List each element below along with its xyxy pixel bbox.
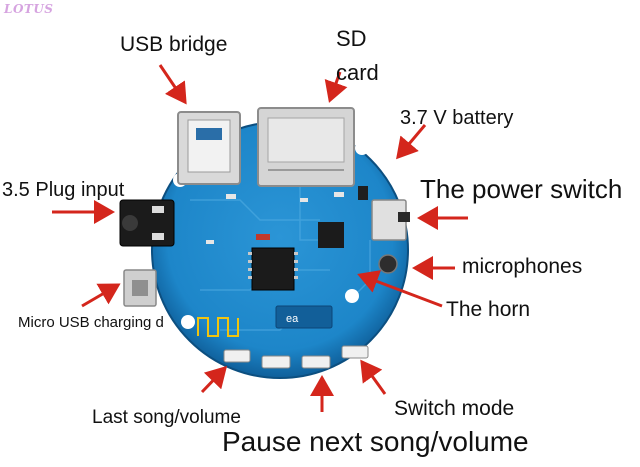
label-sd-card-line2: card xyxy=(336,60,379,85)
mounting-hole xyxy=(345,289,359,303)
audio-jack xyxy=(119,199,175,247)
mounting-hole xyxy=(355,141,369,155)
label-last-song: Last song/volume xyxy=(92,407,241,428)
chip-pins xyxy=(248,252,298,279)
arrow-sd-card xyxy=(324,71,348,103)
arrow-horn xyxy=(357,270,443,308)
micro-usb-port xyxy=(123,269,157,307)
label-battery: 3.7 V battery xyxy=(400,107,514,129)
label-pause-next: Pause next song/volume xyxy=(222,426,529,457)
label-power-switch: The power switch xyxy=(420,174,623,204)
antenna xyxy=(197,317,239,337)
callout-arrows xyxy=(52,64,468,412)
main-chip xyxy=(251,247,295,291)
bluetooth-module xyxy=(275,305,333,329)
arrow-usb-bridge xyxy=(158,64,187,105)
watermark-logo: LOTUS xyxy=(4,2,54,16)
arrow-last-song xyxy=(200,365,228,394)
board-mark: ea xyxy=(286,313,299,325)
label-plug-input: 3.5 Plug input xyxy=(2,179,125,201)
arrow-battery xyxy=(396,124,427,160)
power-switch xyxy=(371,199,410,241)
label-usb-bridge: USB bridge xyxy=(120,33,228,56)
label-micro-usb: Micro USB charging d xyxy=(18,314,164,331)
arrow-micro-usb xyxy=(81,283,121,308)
amplifier-chip xyxy=(318,222,344,248)
label-microphones: microphones xyxy=(462,255,583,278)
tact-buttons xyxy=(223,345,369,369)
sd-card-slot xyxy=(257,107,355,187)
mounting-hole xyxy=(181,315,195,329)
label-sd-card-line1: SD xyxy=(336,26,367,51)
arrow-switch-mode xyxy=(360,359,387,395)
label-switch-mode: Switch mode xyxy=(394,397,515,420)
smd-components xyxy=(206,186,368,244)
microphone xyxy=(378,254,398,274)
usb-a-port xyxy=(177,111,241,185)
label-horn: The horn xyxy=(446,298,531,321)
